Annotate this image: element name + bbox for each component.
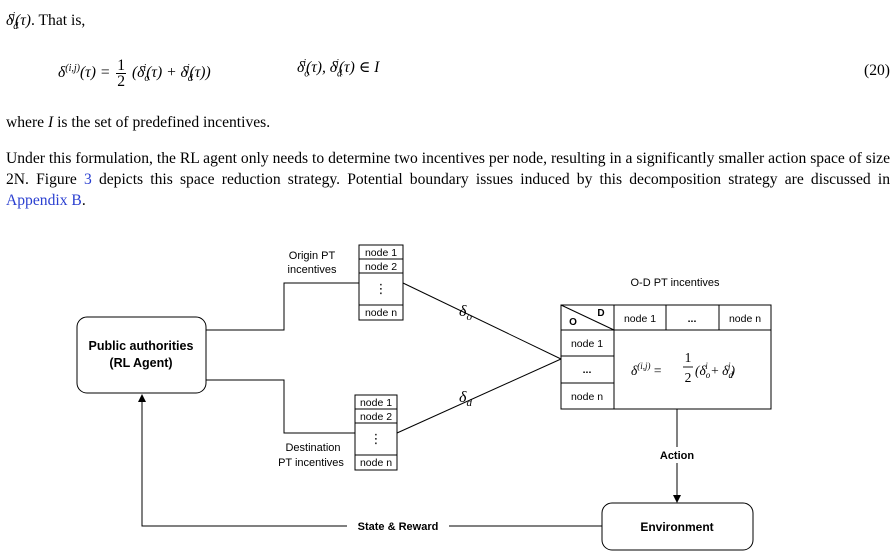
od-row-ellipsis: ... — [583, 364, 592, 376]
od-formula: δ(i,j) = 1 2 (δoi + δdj) — [631, 350, 735, 385]
origin-node-2: node 2 — [365, 261, 397, 273]
destination-label-1: Destination — [285, 442, 340, 454]
svg-text:1: 1 — [685, 350, 692, 365]
para-text-3: . — [81, 192, 86, 209]
that-is-text: . That is, — [31, 12, 86, 30]
equation-condition: δoi(τ), δdj(τ) ∈ I — [297, 58, 380, 80]
od-row-node-n: node n — [571, 391, 603, 403]
agent-to-origin-line — [206, 282, 359, 331]
paragraph-space-reduction: Under this formulation, the RL agent onl… — [6, 148, 890, 211]
corner-diagonal — [560, 304, 615, 331]
action-label: Action — [660, 450, 695, 462]
destination-node-1: node 1 — [360, 397, 392, 409]
origin-node-n: node n — [365, 307, 397, 319]
origin-label-1: Origin PT — [289, 250, 336, 262]
origin-to-od-line — [402, 282, 562, 360]
origin-node-list: node 1 node 2 ⋮ node n — [358, 244, 404, 321]
od-col-node-n: node n — [729, 313, 761, 325]
destination-label-2: PT incentives — [278, 457, 344, 469]
equation-number: (20) — [864, 62, 890, 79]
destination-vdots: ⋮ — [370, 431, 383, 446]
destination-node-n: node n — [360, 457, 392, 469]
state-reward-label: State & Reward — [358, 521, 439, 533]
origin-label-2: incentives — [288, 264, 337, 276]
para-text-2: depicts this space reduction strategy. P… — [91, 171, 890, 188]
agent-label-1: Public authorities — [89, 339, 194, 353]
corner-d: D — [597, 308, 604, 319]
where-line: where I is the set of predefined incenti… — [6, 114, 271, 131]
delta-d-label: δd — [459, 389, 472, 409]
appendix-b-link[interactable]: Appendix B — [6, 192, 82, 209]
top-text-line: δdj(τ). That is, — [6, 6, 890, 37]
delta-o-label: δo — [459, 303, 472, 323]
svg-text:2: 2 — [685, 370, 692, 385]
agent-to-destination-line — [206, 379, 355, 434]
od-matrix-title: O-D PT incentives — [630, 277, 720, 289]
agent-box — [76, 316, 207, 394]
od-col-node-1: node 1 — [624, 313, 656, 325]
corner-o: O — [569, 317, 577, 328]
destination-node-list: node 1 node 2 ⋮ node n — [354, 394, 398, 471]
od-col-ellipsis: ... — [688, 313, 697, 325]
destination-node-2: node 2 — [360, 411, 392, 423]
figure-3-link[interactable]: 3 — [84, 171, 92, 188]
environment-label: Environment — [640, 520, 713, 534]
od-row-node-1: node 1 — [571, 338, 603, 350]
destination-to-od-line — [396, 358, 562, 434]
delta-d-tau-fragment: δdj(τ) — [6, 11, 31, 33]
para-text-1: Under this formulation, the RL agent onl… — [6, 150, 890, 188]
agent-label-2: (RL Agent) — [109, 356, 172, 370]
origin-node-1: node 1 — [365, 247, 397, 259]
svg-text:(δoi + δdj): (δoi + δdj) — [695, 361, 735, 380]
origin-vdots: ⋮ — [375, 281, 388, 296]
od-matrix: O D node 1 ... node n node 1 ... node n … — [560, 304, 772, 410]
